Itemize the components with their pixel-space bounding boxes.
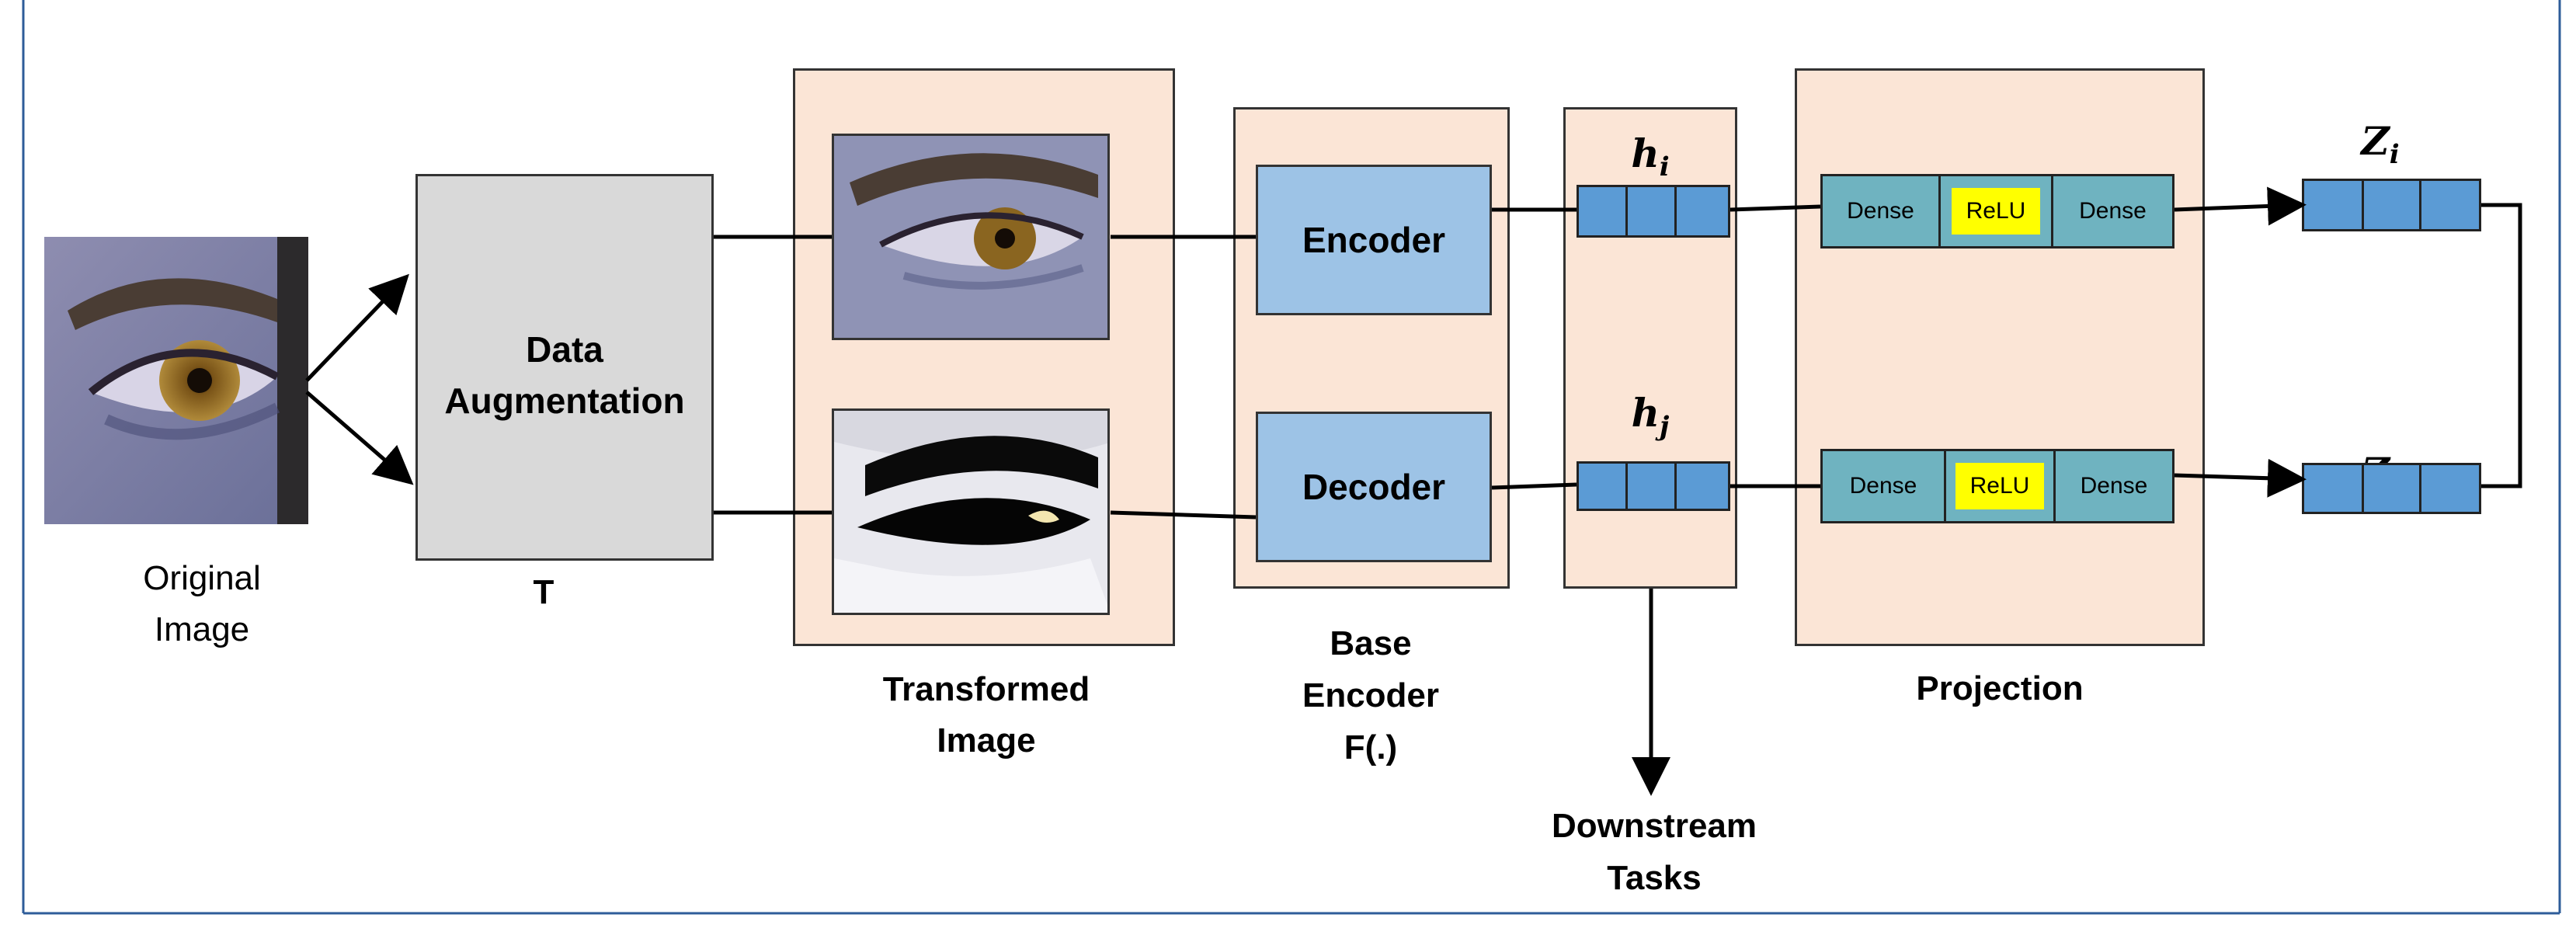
h-i-sub: i — [1659, 151, 1670, 182]
t-label: T — [533, 573, 554, 611]
vector-cell — [2419, 463, 2481, 514]
decoder-label: Decoder — [1302, 467, 1446, 507]
dense-cell: Dense — [1820, 449, 1946, 523]
z-i-sub: i — [2389, 139, 2400, 170]
encoder-box: Encoder — [1256, 165, 1492, 315]
original-eye-icon — [44, 237, 308, 524]
original-image-label-line1: Original — [143, 559, 261, 597]
decoder-box: Decoder — [1256, 412, 1492, 562]
base-encoder-label-line2: Encoder — [1302, 676, 1440, 714]
base-encoder-label: Base Encoder F(.) — [1243, 617, 1499, 773]
dense-cell: Dense — [2051, 174, 2174, 249]
vector-cell — [1577, 461, 1628, 511]
transformed-eye-bottom-icon — [832, 408, 1110, 615]
vector-cell — [1625, 461, 1677, 511]
base-encoder-label-line1: Base — [1330, 624, 1412, 662]
vector-cell — [2362, 463, 2421, 514]
z-i-base: Z — [2361, 118, 2390, 164]
dense-cell: Dense — [2053, 449, 2174, 523]
relu-label: ReLU — [1955, 463, 2044, 509]
downstream-label-line2: Tasks — [1607, 859, 1702, 897]
h-i-base: h — [1631, 130, 1660, 176]
original-image-label-line2: Image — [154, 610, 250, 648]
data-augmentation-label: Data Augmentation — [418, 324, 711, 426]
data-augmentation-label-line2: Augmentation — [444, 381, 685, 421]
dense-cell: Dense — [1820, 174, 1941, 249]
data-augmentation-label-line1: Data — [526, 329, 603, 370]
relu-cell: ReLU — [1944, 449, 2056, 523]
h-i-label: hi — [1600, 130, 1701, 182]
vector-cell — [2419, 179, 2481, 231]
relu-cell: ReLU — [1938, 174, 2053, 249]
transformed-eye-top-icon — [832, 134, 1110, 340]
base-encoder-label-line3: F(.) — [1344, 728, 1398, 766]
vector-cell — [1674, 461, 1730, 511]
original-image-label: Original Image — [101, 553, 303, 655]
transformed-image-label-line1: Transformed — [882, 670, 1090, 708]
vector-cell — [2302, 179, 2364, 231]
h-j-label: hj — [1600, 390, 1701, 442]
projection-panel — [1795, 68, 2205, 646]
h-j-base: h — [1631, 390, 1660, 436]
vector-cell — [1674, 185, 1730, 238]
vector-cell — [2362, 179, 2421, 231]
encoder-label: Encoder — [1302, 220, 1446, 260]
transformed-image-label-line2: Image — [937, 721, 1036, 759]
vector-cell — [1625, 185, 1677, 238]
projection-label: Projection — [1916, 669, 2084, 707]
vector-cell — [1577, 185, 1628, 238]
data-augmentation-box: Data Augmentation — [415, 174, 714, 561]
transformed-image-label: Transformed Image — [823, 664, 1149, 766]
downstream-label-line1: Downstream — [1551, 807, 1757, 845]
h-j-sub: j — [1660, 411, 1670, 442]
downstream-tasks-label: Downstream Tasks — [1491, 800, 1817, 904]
z-i-label: Zi — [2330, 118, 2431, 170]
relu-label: ReLU — [1952, 188, 2040, 235]
vector-cell — [2302, 463, 2364, 514]
